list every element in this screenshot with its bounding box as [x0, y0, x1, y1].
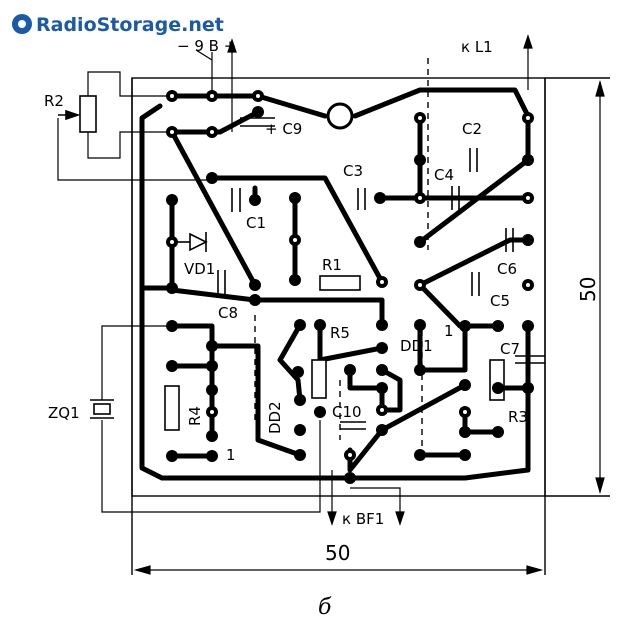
- label-dd1: DD1: [400, 337, 433, 355]
- label-c10: C10: [332, 403, 362, 421]
- label-dd2-pin: 1: [226, 446, 236, 464]
- label-c8: C8: [218, 304, 238, 322]
- label-r1: R1: [322, 256, 342, 274]
- label-c7: C7: [500, 340, 520, 358]
- r1-resistor: [319, 275, 361, 291]
- logo-text: RadioStorage.net: [36, 14, 224, 36]
- r3-resistor: [489, 359, 505, 401]
- label-r4: R4: [186, 406, 204, 426]
- r5-resistor: [311, 359, 327, 399]
- vd1-diode: [189, 232, 208, 252]
- label-r2: R2: [44, 92, 64, 110]
- dashed-jumpers: [254, 58, 429, 450]
- dimension-width: 50: [325, 541, 350, 565]
- r4-resistor: [164, 385, 180, 431]
- label-vd1: VD1: [184, 260, 215, 278]
- board-outline: [131, 77, 610, 575]
- label-c4: C4: [434, 166, 454, 184]
- label-zq1: ZQ1: [48, 404, 80, 422]
- label-r3: R3: [508, 408, 528, 426]
- label-c1: C1: [246, 214, 266, 232]
- label-c5: C5: [490, 292, 510, 310]
- components: [58, 95, 545, 431]
- r2-resistor: [79, 95, 97, 133]
- dimension-horizontal: [133, 565, 544, 575]
- power-label: − 9 B +: [177, 37, 236, 55]
- dimension-vertical: [595, 79, 605, 495]
- figure-caption: б: [318, 595, 332, 620]
- label-dd1-pin: 1: [444, 322, 454, 340]
- label-to-bf1: к BF1: [342, 510, 384, 528]
- thin-wires: [57, 34, 533, 526]
- label-to-l1: к L1: [461, 38, 493, 56]
- label-c2: C2: [462, 120, 482, 138]
- label-c6: C6: [497, 260, 517, 278]
- label-r5: R5: [330, 324, 350, 342]
- label-dd2: DD2: [266, 401, 284, 434]
- labels: − 9 B + R2 + C9 к L1 C2 C3 C4 C1 VD1 R1 …: [44, 37, 528, 620]
- logo: RadioStorage.net: [12, 14, 224, 36]
- mount-hole: [326, 102, 354, 130]
- label-c3: C3: [343, 162, 363, 180]
- pads: [166, 90, 534, 484]
- label-c9: + C9: [265, 120, 302, 138]
- dimension-height: 50: [576, 277, 600, 302]
- zq1-crystal: [93, 403, 111, 415]
